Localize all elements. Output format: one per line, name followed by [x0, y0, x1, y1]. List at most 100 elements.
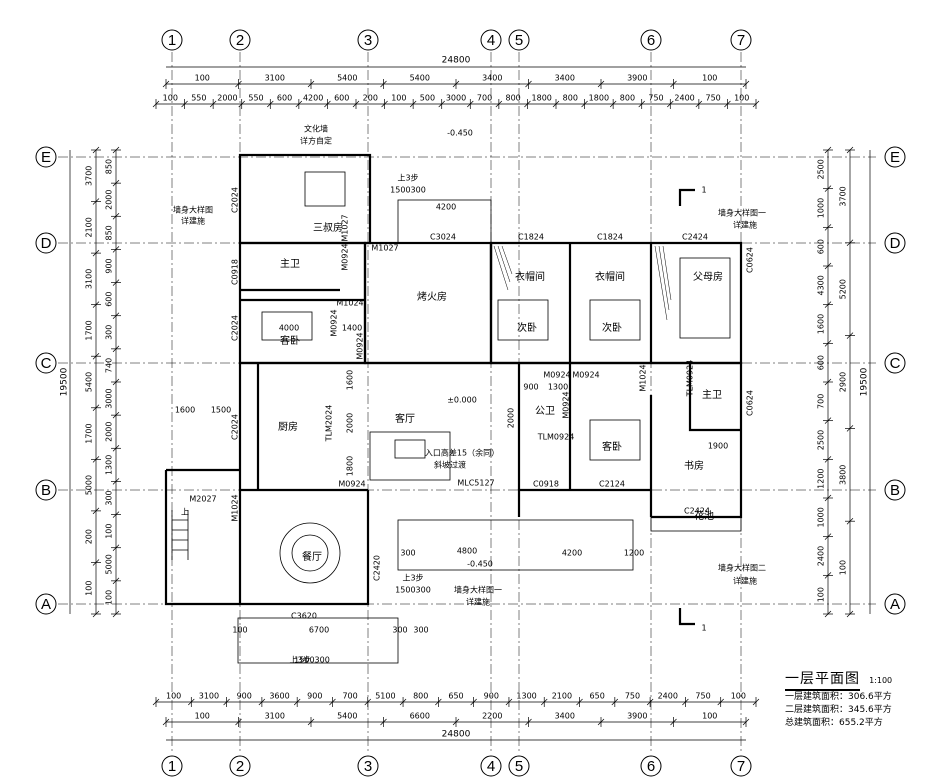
dim-value: 200 [85, 529, 94, 544]
room-label: 衣帽间 [595, 270, 625, 283]
dim-value: 600 [334, 94, 349, 103]
opening-label: 900 [523, 383, 538, 392]
dim-value: 2000 [105, 190, 114, 210]
opening-label: C2024 [231, 187, 240, 213]
dim-value: 5000 [105, 554, 114, 574]
room-label: 花池 [694, 509, 714, 522]
dim-value: 100 [195, 74, 210, 83]
area-line-1: 一层建筑面积：306.6平方 [785, 692, 892, 702]
dim-value: 3400 [482, 74, 502, 83]
axis-bubble [884, 352, 906, 374]
dim-value: 1800 [589, 94, 609, 103]
dim-value: 3100 [265, 712, 285, 721]
axis-bubble [35, 232, 57, 254]
axis-label-col: 4 [487, 758, 495, 775]
dim-value: 1600 [817, 314, 826, 334]
opening-label: C2424 [684, 507, 710, 516]
axis-label-row: E [41, 149, 51, 166]
axis-bubble [480, 755, 502, 777]
opening-label: M0924 [330, 309, 339, 336]
dim-value: 750 [648, 94, 663, 103]
dim-value: 6600 [410, 712, 430, 721]
dim-value: 600 [105, 292, 114, 307]
room-label: 书房 [684, 459, 704, 472]
annotation: 斜坡过渡 [434, 460, 466, 470]
dim-value: 800 [506, 94, 521, 103]
axis-label-row: E [890, 149, 900, 166]
axis-label-row: A [41, 596, 51, 613]
room-label: 餐厅 [302, 550, 322, 563]
annotation: 墙身大样图 [173, 205, 213, 215]
opening-label: TLM0924 [686, 360, 695, 398]
opening-label: 1300 [548, 383, 568, 392]
wall-block [363, 241, 493, 365]
opening-label: M0924 [341, 243, 350, 270]
room-label: 父母房 [693, 270, 723, 283]
room-label: 客厅 [395, 412, 415, 425]
area-line-2: 二层建筑面积：345.6平方 [785, 705, 892, 715]
dim-value: 800 [620, 94, 635, 103]
dim-value: 300 [105, 325, 114, 340]
dim-value: 1300 [516, 692, 536, 701]
dim-value: 2900 [839, 372, 848, 392]
axis-label-col: 5 [515, 758, 523, 775]
annotation: 上3步 [289, 656, 310, 665]
axis-bubble [161, 755, 183, 777]
dim-value: 2100 [552, 692, 572, 701]
dim-value: 300 [105, 490, 114, 505]
annotation: 1500300 [294, 656, 330, 665]
dim-total-value: 19500 [860, 367, 870, 396]
opening-label: C2024 [231, 315, 240, 341]
dim-value: 1000 [817, 198, 826, 218]
dim-value: 2100 [85, 217, 94, 237]
opening-label: 1200 [624, 549, 644, 558]
dim-value: 4200 [303, 94, 323, 103]
dim-value: 3600 [269, 692, 289, 701]
annotation: 上3步 [397, 174, 418, 183]
annotation: ±0.000 [447, 396, 477, 405]
dim-value: 3900 [627, 74, 647, 83]
dim-value: 200 [363, 94, 378, 103]
axis-bubble [730, 755, 752, 777]
opening-label: 300 [413, 626, 428, 635]
opening-label: 2000 [346, 413, 355, 433]
dim-value: 2200 [482, 712, 502, 721]
section-mark-top [678, 188, 695, 206]
wall-block [517, 363, 741, 517]
axis-label-row: B [890, 482, 900, 499]
axis-label-row: B [41, 482, 51, 499]
dim-value: 100 [702, 712, 717, 721]
legend: 一层平面图 1:100 一层建筑面积：306.6平方 二层建筑面积：345.6平… [785, 668, 927, 730]
opening-label: C0918 [231, 259, 240, 285]
opening-label: 1900 [708, 442, 728, 451]
opening-label: 100 [232, 626, 247, 635]
room-label: 主卫 [280, 258, 300, 270]
opening-label: 4000 [279, 324, 299, 333]
dim-value: 100 [817, 587, 826, 602]
dim-value: 800 [563, 94, 578, 103]
room-label: 次卧 [517, 321, 537, 334]
dim-value: 5400 [337, 74, 357, 83]
opening-label: C2424 [682, 233, 708, 242]
dim-value: 550 [191, 94, 206, 103]
dim-total-value: 24800 [442, 56, 471, 66]
dim-value: 3900 [627, 712, 647, 721]
opening-label: TLM2024 [325, 405, 334, 443]
dim-value: 1700 [85, 320, 94, 340]
dim-value: 100 [163, 94, 178, 103]
dim-value: 2400 [658, 692, 678, 701]
opening-label: M1024 [639, 364, 648, 391]
dim-value: 100 [105, 524, 114, 539]
opening-label: 1600 [175, 406, 195, 415]
dim-value: 5400 [410, 74, 430, 83]
dim-value: 2400 [674, 94, 694, 103]
dim-value: 750 [625, 692, 640, 701]
dim-value: 2000 [105, 422, 114, 442]
wall-block [240, 288, 365, 490]
dim-value: 3100 [265, 74, 285, 83]
dim-value: 3000 [446, 94, 466, 103]
axis-bubble [229, 755, 251, 777]
beds [261, 171, 731, 461]
dim-value: 3800 [839, 465, 848, 485]
opening-label: C0624 [746, 390, 755, 416]
